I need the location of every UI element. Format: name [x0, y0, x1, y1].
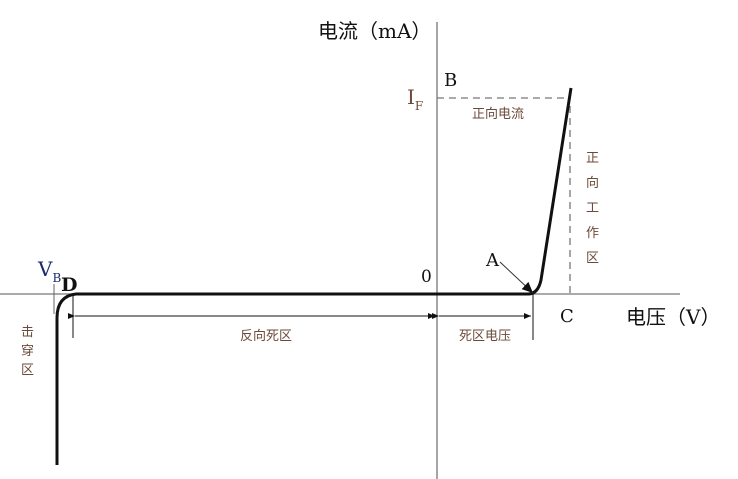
forward-working-region-label: 正向工作区	[586, 151, 599, 266]
forward-current-symbol: IF	[407, 85, 423, 113]
dead-zone-voltage-label: 死区电压	[459, 329, 511, 344]
iv-curve	[55, 87, 573, 465]
reverse-dead-zone-label: 反向死区	[240, 328, 292, 344]
point-a-pointer-arrow	[499, 261, 534, 294]
breakdown-voltage-symbol: VB	[37, 257, 61, 285]
y-axis-label: 电流（mA）	[318, 19, 431, 43]
forward-current-label: 正向电流	[472, 106, 524, 122]
point-d-label: D	[61, 274, 77, 296]
breakdown-region-label: 击穿区	[21, 325, 34, 378]
point-b-label: B	[444, 70, 457, 91]
origin-label: 0	[421, 267, 432, 287]
x-axis-label: 电压（V）	[626, 305, 720, 329]
point-c-label: C	[560, 306, 574, 327]
point-a-label: A	[485, 250, 500, 271]
